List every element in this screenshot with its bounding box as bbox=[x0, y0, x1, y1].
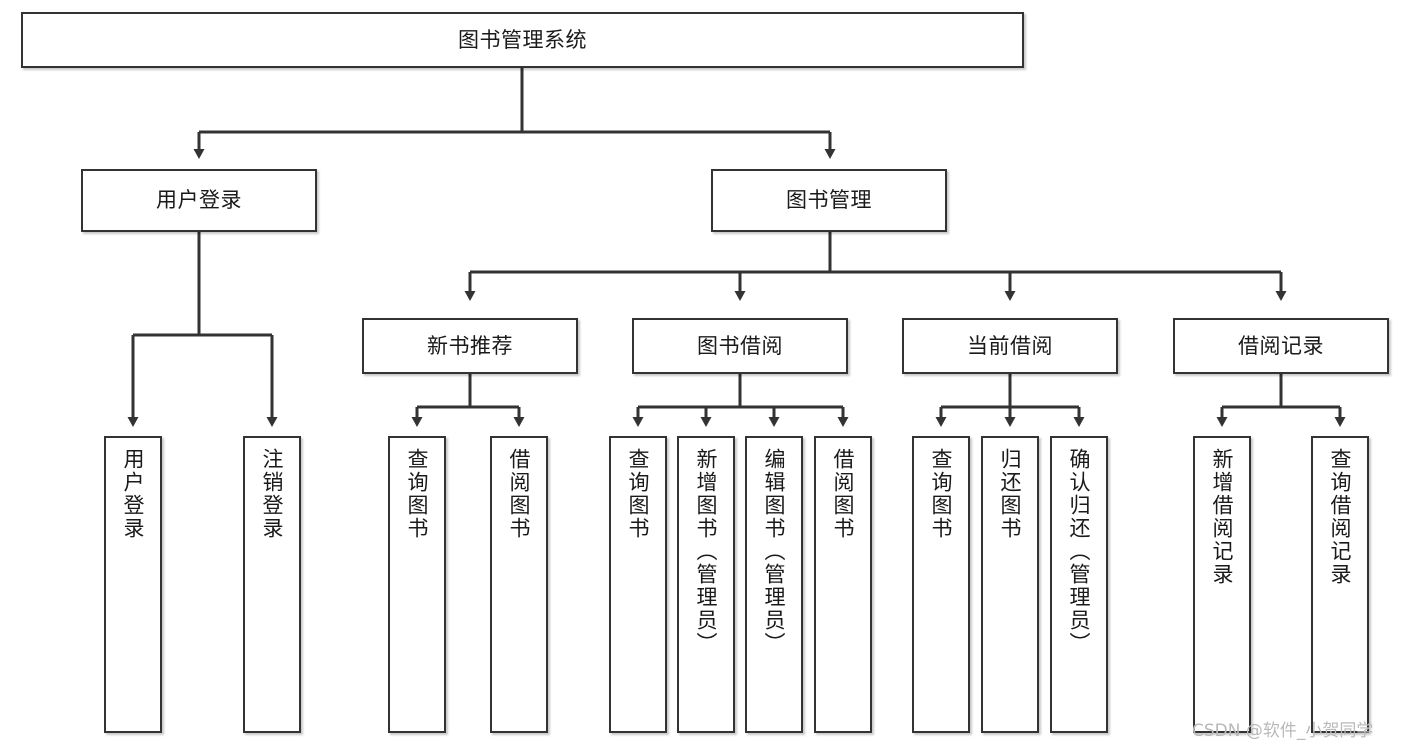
node-book-borrow[interactable]: 图书借阅 bbox=[632, 318, 848, 374]
node-label: 新增借阅记录 bbox=[1210, 448, 1235, 586]
leaf-record-query-record[interactable]: 查询借阅记录 bbox=[1311, 436, 1369, 733]
leaf-record-add-record[interactable]: 新增借阅记录 bbox=[1193, 436, 1251, 733]
node-root-book-management-system[interactable]: 图书管理系统 bbox=[21, 12, 1024, 68]
node-label: 用户登录 bbox=[121, 448, 146, 540]
node-label: 归还图书 bbox=[998, 448, 1023, 540]
leaf-recommend-borrow-book[interactable]: 借阅图书 bbox=[490, 436, 548, 733]
node-label: 当前借阅 bbox=[967, 333, 1053, 358]
node-label: 图书借阅 bbox=[697, 333, 783, 358]
leaf-recommend-query-book[interactable]: 查询图书 bbox=[388, 436, 446, 733]
node-book-management[interactable]: 图书管理 bbox=[711, 169, 947, 232]
node-label: 查询图书 bbox=[405, 448, 430, 540]
node-new-book-recommend[interactable]: 新书推荐 bbox=[362, 318, 578, 374]
node-label: 图书管理 bbox=[786, 188, 872, 213]
node-label: 图书管理系统 bbox=[458, 27, 587, 52]
node-label: 借阅图书 bbox=[831, 448, 856, 540]
node-current-borrow[interactable]: 当前借阅 bbox=[902, 318, 1118, 374]
leaf-borrow-query-book[interactable]: 查询图书 bbox=[609, 436, 667, 733]
node-label: 用户登录 bbox=[156, 188, 242, 213]
node-user-login[interactable]: 用户登录 bbox=[81, 169, 317, 232]
leaf-borrow-add-book-admin[interactable]: 新增图书（管理员） bbox=[677, 436, 735, 733]
leaf-user-login-login[interactable]: 用户登录 bbox=[104, 436, 162, 733]
node-label: 确认归还（管理员） bbox=[1067, 448, 1092, 655]
node-label: 新书推荐 bbox=[427, 333, 513, 358]
node-borrow-record[interactable]: 借阅记录 bbox=[1173, 318, 1389, 374]
leaf-borrow-borrow-book[interactable]: 借阅图书 bbox=[814, 436, 872, 733]
leaf-current-return-book[interactable]: 归还图书 bbox=[981, 436, 1039, 733]
node-label: 查询借阅记录 bbox=[1328, 448, 1353, 586]
leaf-borrow-edit-book-admin[interactable]: 编辑图书（管理员） bbox=[745, 436, 803, 733]
node-label: 查询图书 bbox=[626, 448, 651, 540]
node-label: 编辑图书（管理员） bbox=[762, 448, 787, 655]
leaf-current-confirm-return-admin[interactable]: 确认归还（管理员） bbox=[1050, 436, 1108, 733]
node-label: 新增图书（管理员） bbox=[694, 448, 719, 655]
leaf-user-login-logout[interactable]: 注销登录 bbox=[243, 436, 301, 733]
csdn-watermark: CSDN @软件_小贺同学 bbox=[1192, 721, 1374, 741]
node-label: 查询图书 bbox=[929, 448, 954, 540]
leaf-current-query-book[interactable]: 查询图书 bbox=[912, 436, 970, 733]
node-label: 注销登录 bbox=[260, 448, 285, 540]
node-label: 借阅记录 bbox=[1238, 333, 1324, 358]
node-label: 借阅图书 bbox=[507, 448, 532, 540]
